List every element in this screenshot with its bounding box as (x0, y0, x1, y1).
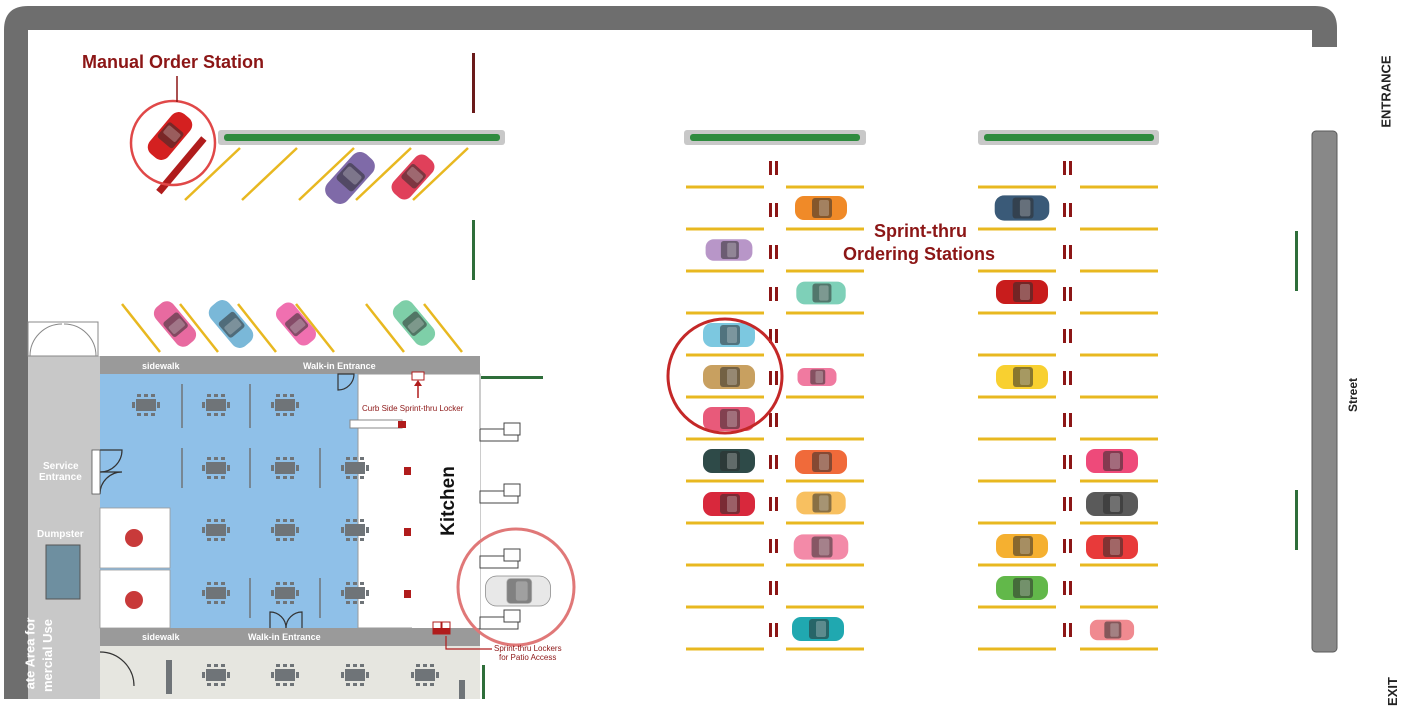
post-green (1295, 231, 1298, 291)
car-icon (705, 239, 753, 261)
car-icon (1086, 535, 1138, 559)
restroom-icon (125, 591, 143, 609)
entrance-label: ENTRANCE (1378, 55, 1394, 128)
street-divider (1311, 130, 1338, 653)
order-kiosk-icon (1063, 161, 1072, 637)
curbside-locker-label: Curb Side Sprint-thru Locker (362, 404, 464, 413)
post-green (1295, 490, 1298, 550)
car-icon (994, 195, 1050, 221)
manual-order-kiosk (156, 136, 207, 195)
sidewalk-top-label: sidewalk (142, 361, 180, 371)
walkin-top-label: Walk-in Entrance (303, 361, 376, 371)
private-area-label-2: mercial Use (40, 619, 55, 692)
post-green (482, 665, 485, 699)
sidewalk-top (100, 356, 480, 374)
car-icon (703, 323, 755, 347)
car-icon (703, 492, 755, 516)
car-icon (793, 534, 849, 560)
service-door (91, 449, 101, 495)
manual-order-highlight (129, 99, 217, 187)
car-icon (703, 449, 755, 473)
car-icon (796, 491, 846, 515)
car-icon (205, 296, 257, 352)
car-icon (703, 365, 755, 389)
sprint-thru-highlight (666, 317, 784, 435)
patio-lockers-label-2: for Patio Access (499, 653, 557, 662)
locker-icon (398, 421, 406, 428)
car-icon (1086, 449, 1138, 473)
car-icon (996, 534, 1048, 558)
car-icon (150, 297, 200, 351)
building-left-corridor (28, 356, 100, 699)
car-icon (996, 576, 1048, 600)
exit-label: EXIT (1384, 677, 1400, 706)
car-icon (795, 450, 847, 474)
post-dark-red (472, 53, 475, 113)
post-green (481, 376, 543, 379)
angled-stripes-building (121, 303, 463, 353)
car-icon (484, 575, 552, 607)
dumpster (45, 544, 81, 600)
walkin-bottom-label: Walk-in Entrance (248, 632, 321, 642)
private-area-label-1: ate Area for (22, 617, 38, 690)
locker-icon (349, 419, 403, 429)
locker-icon (411, 371, 425, 381)
kitchen-label: Kitchen (437, 466, 459, 536)
sprint-thru-label-line2: Ordering Stations (843, 244, 996, 264)
car-icon (795, 196, 847, 220)
manual-order-station-label: Manual Order Station (82, 52, 265, 72)
car-icon (796, 281, 846, 305)
sidewalk-bottom (100, 628, 480, 646)
car-icon (1086, 492, 1138, 516)
car-icon (388, 151, 438, 203)
car-icon (1089, 619, 1135, 641)
patio-locker-highlight (456, 527, 576, 647)
dumpster-label: Dumpster (37, 529, 84, 540)
car-icon (996, 365, 1048, 389)
patio-lockers-label-1: Sprint-thru Lockers (494, 644, 562, 653)
restroom-icon (125, 529, 143, 547)
building-left-door-area (27, 321, 99, 357)
car-icon (792, 617, 844, 641)
car-icon (321, 147, 379, 209)
sidewalk-bottom-label: sidewalk (142, 632, 180, 642)
angled-stripes-top (184, 147, 469, 201)
street-label: Street (1346, 377, 1361, 413)
car-icon (797, 368, 837, 386)
service-entrance-label-1: Service (43, 461, 79, 472)
service-entrance-label-2: Entrance (39, 472, 82, 483)
post-green (472, 220, 475, 280)
sprint-thru-label-line1: Sprint-thru (874, 221, 967, 241)
car-icon (996, 280, 1048, 304)
